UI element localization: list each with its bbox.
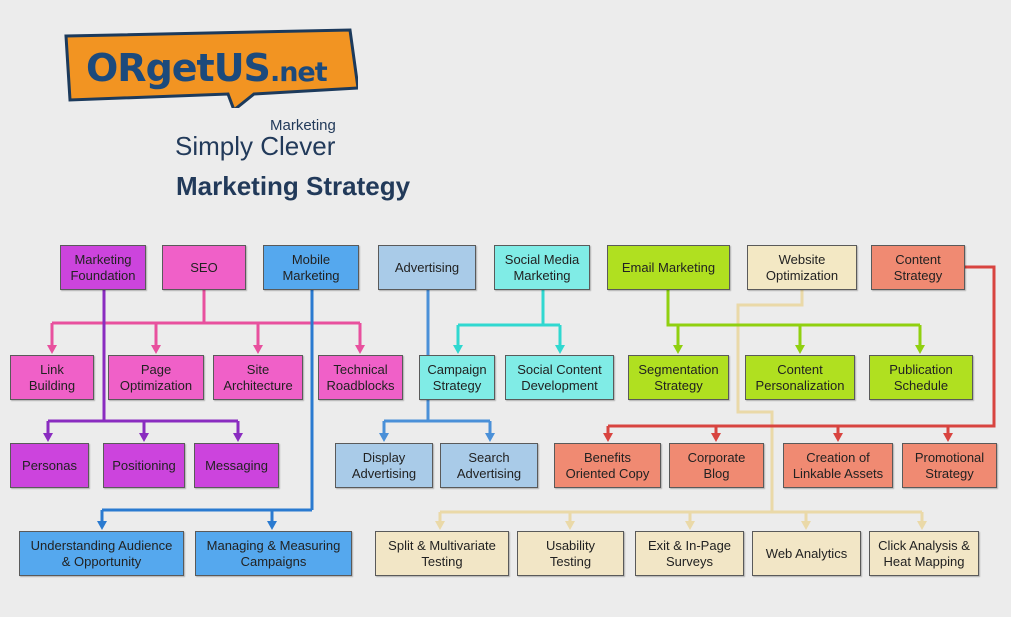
node-usability-testing[interactable]: Usability Testing: [517, 531, 624, 576]
node-exit-in-page-surveys[interactable]: Exit & In-Page Surveys: [635, 531, 744, 576]
node-display-advertising[interactable]: Display Advertising: [335, 443, 433, 488]
node-marketing-foundation[interactable]: Marketing Foundation: [60, 245, 146, 290]
website-optimization-connectors: [435, 290, 927, 530]
node-email-marketing[interactable]: Email Marketing: [607, 245, 730, 290]
node-site-architecture[interactable]: Site Architecture: [213, 355, 303, 400]
page-title: Marketing Strategy: [176, 171, 411, 201]
node-advertising[interactable]: Advertising: [378, 245, 476, 290]
node-technical-roadblocks[interactable]: Technical Roadblocks: [318, 355, 403, 400]
node-page-optimization[interactable]: Page Optimization: [108, 355, 204, 400]
node-messaging[interactable]: Messaging: [194, 443, 279, 488]
node-understanding-audience[interactable]: Understanding Audience & Opportunity: [19, 531, 184, 576]
node-social-media-marketing[interactable]: Social Media Marketing: [494, 245, 590, 290]
node-seo[interactable]: SEO: [162, 245, 246, 290]
node-managing-measuring[interactable]: Managing & Measuring Campaigns: [195, 531, 352, 576]
node-content-personalization[interactable]: Content Personalization: [745, 355, 855, 400]
node-search-advertising[interactable]: Search Advertising: [440, 443, 538, 488]
tagline-small: Marketing: [270, 117, 336, 134]
node-benefits-oriented-copy[interactable]: Benefits Oriented Copy: [554, 443, 661, 488]
node-click-analysis-heat-mapping[interactable]: Click Analysis & Heat Mapping: [869, 531, 979, 576]
seo-connectors: [47, 290, 365, 354]
node-positioning[interactable]: Positioning: [103, 443, 185, 488]
marketing-foundation-connectors: [43, 290, 243, 442]
node-creation-of-linkable-assets[interactable]: Creation of Linkable Assets: [783, 443, 893, 488]
orgetus-logo: ORgetUS.net: [58, 28, 360, 113]
node-website-optimization[interactable]: Website Optimization: [747, 245, 857, 290]
node-personas[interactable]: Personas: [10, 443, 89, 488]
node-mobile-marketing[interactable]: Mobile Marketing: [263, 245, 359, 290]
logo-suffix-text: .net: [269, 57, 328, 88]
logo-brand-text: ORgetUS: [86, 46, 271, 90]
node-corporate-blog[interactable]: Corporate Blog: [669, 443, 764, 488]
speech-bubble-logo-shape: [64, 28, 360, 113]
content-strategy-connectors: [603, 265, 996, 442]
mobile-marketing-connectors: [97, 290, 314, 530]
node-content-strategy[interactable]: Content Strategy: [871, 245, 965, 290]
tagline-large: Simply Clever: [175, 131, 336, 161]
node-split-multivariate-testing[interactable]: Split & Multivariate Testing: [375, 531, 509, 576]
node-web-analytics[interactable]: Web Analytics: [752, 531, 861, 576]
node-segmentation-strategy[interactable]: Segmentation Strategy: [628, 355, 729, 400]
node-link-building[interactable]: Link Building: [10, 355, 94, 400]
node-publication-schedule[interactable]: Publication Schedule: [869, 355, 973, 400]
social-media-connectors: [453, 290, 565, 354]
email-marketing-connectors: [666, 290, 925, 354]
node-campaign-strategy[interactable]: Campaign Strategy: [419, 355, 495, 400]
node-social-content-development[interactable]: Social Content Development: [505, 355, 614, 400]
node-promotional-strategy[interactable]: Promotional Strategy: [902, 443, 997, 488]
logo-wordmark: ORgetUS.net: [86, 46, 328, 90]
